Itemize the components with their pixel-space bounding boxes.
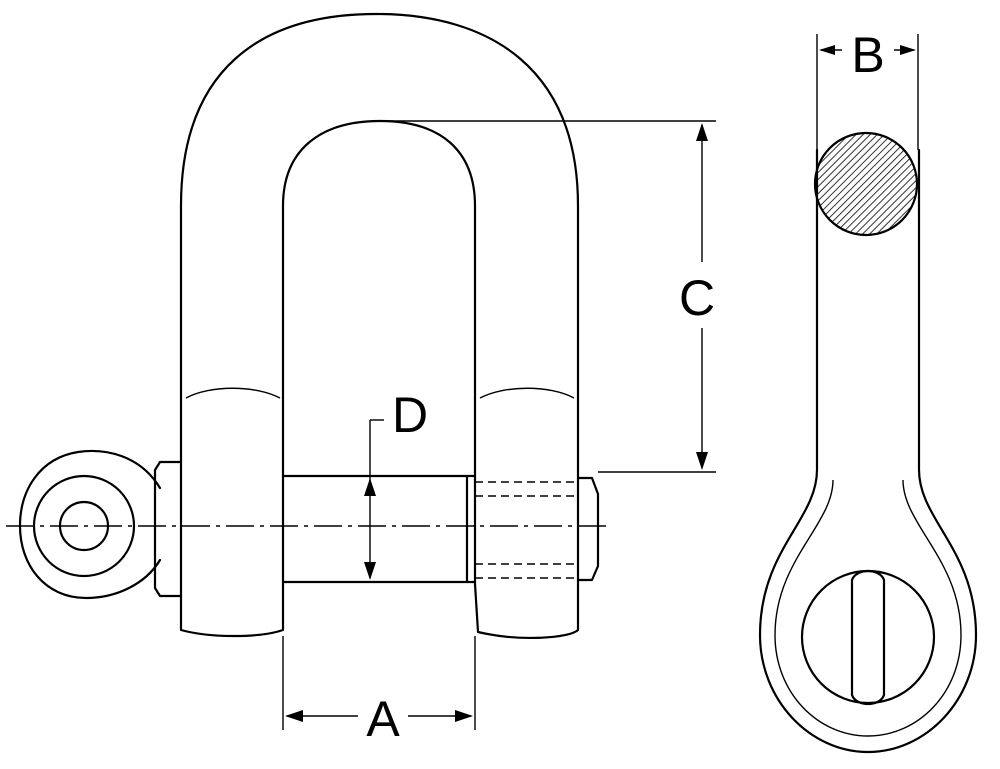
label-a: A [366,691,400,747]
label-c: C [679,270,715,326]
bow-right-shade [479,387,575,399]
dimension-b: B [816,27,919,150]
pin-tip [576,476,600,582]
shackle-bow [179,12,580,639]
bow-cross-section [813,131,919,237]
pin-shaft [281,474,477,584]
side-view [758,131,978,754]
pin-thread [475,481,578,579]
label-d: D [392,387,428,443]
side-body-outline [758,148,978,754]
label-b: B [851,27,884,83]
pin-collar [153,460,183,598]
pin-head-slot [850,569,886,706]
bow-left-shade [185,387,281,399]
dimension-d: D [364,387,428,580]
side-body-inner-line [774,479,962,737]
side-eye-ring [800,569,936,705]
front-view [6,12,606,639]
dimension-a: A [282,636,476,747]
dimension-c: C [390,120,716,473]
